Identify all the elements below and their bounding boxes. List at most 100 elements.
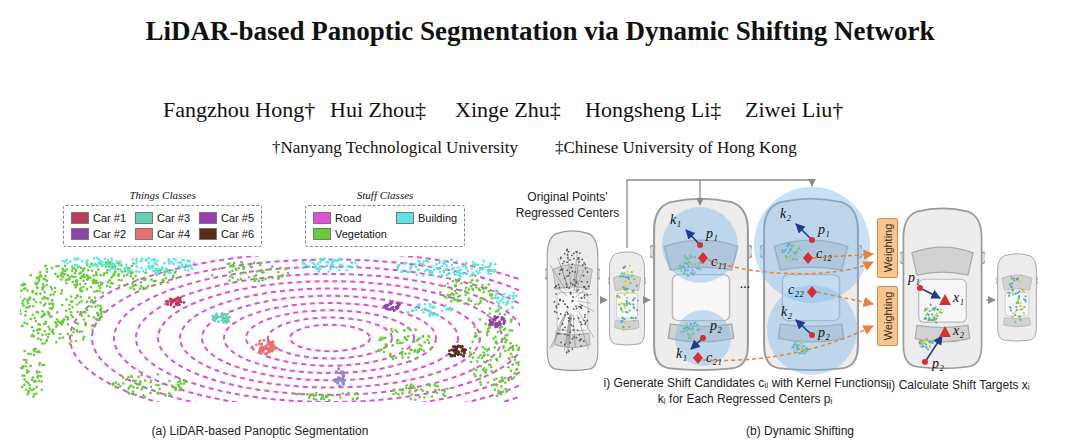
lidar-points [56, 311, 59, 314]
regressed-center-points [630, 317, 632, 319]
lidar-points [308, 397, 311, 400]
lidar-points [57, 265, 60, 268]
lidar-points [317, 263, 320, 266]
lidar-points [253, 262, 256, 265]
lidar-points [136, 387, 139, 390]
lidar-points [107, 259, 110, 262]
lidar-points [225, 321, 228, 324]
lidar-points [80, 311, 83, 314]
lidar-points [253, 275, 256, 278]
regressed-center-points [580, 339, 582, 341]
lidar-points [416, 339, 419, 342]
lidar-points [328, 399, 331, 402]
lidar-points [437, 314, 440, 317]
lidar-points [398, 264, 401, 267]
lidar-points [140, 285, 143, 288]
lidar-points [489, 263, 492, 266]
lidar-points [33, 350, 36, 353]
lidar-points [168, 380, 171, 383]
lidar-points [131, 265, 134, 268]
regressed-center-points [569, 272, 571, 274]
regressed-center-points [621, 316, 623, 318]
lidar-points [322, 266, 325, 269]
lidar-points [287, 272, 290, 275]
lidar-points [401, 356, 404, 359]
regressed-center-points [555, 293, 557, 295]
lidar-points [262, 339, 265, 342]
lidar-points [460, 272, 463, 275]
lidar-points [433, 384, 436, 387]
lidar-points [123, 267, 126, 270]
lidar-points [57, 275, 60, 278]
lidar-points [498, 324, 501, 327]
lidar-points [96, 312, 99, 315]
regressed-center-points [572, 338, 574, 340]
lidar-points [488, 364, 491, 367]
car-illustrations [649, 199, 753, 371]
lidar-points [29, 384, 32, 387]
lidar-points [483, 367, 486, 370]
lidar-points [454, 284, 457, 287]
lidar-points [177, 384, 180, 387]
regressed-center-points [586, 281, 588, 283]
lidar-points [445, 304, 448, 307]
lidar-points [260, 343, 263, 346]
lidar-points [271, 277, 274, 280]
lidar-points [499, 380, 502, 383]
lidar-points [260, 346, 263, 349]
lidar-points [154, 262, 157, 265]
regressed-center-points [571, 263, 573, 265]
lidar-points [468, 297, 471, 300]
lidar-points [392, 393, 395, 396]
lidar-points [431, 271, 434, 274]
lidar-points [22, 304, 25, 307]
regressed-center-points [575, 305, 577, 307]
lidar-points [418, 260, 421, 263]
lidar-points [23, 288, 26, 291]
lidar-points [75, 270, 78, 273]
regressed-center-points [627, 288, 629, 290]
regressed-center-points [622, 311, 624, 313]
lidar-points [311, 394, 314, 397]
lidar-points [350, 261, 353, 264]
regressed-center-points [576, 281, 578, 283]
lidar-points [81, 260, 84, 263]
lidar-points [426, 259, 429, 262]
lidar-points [100, 311, 103, 314]
lidar-points [171, 268, 174, 271]
lidar-points [33, 298, 36, 301]
lidar-points [135, 258, 138, 261]
lidar-points [486, 300, 489, 303]
lidar-points [482, 351, 485, 354]
lidar-points [156, 259, 159, 262]
lidar-points [471, 340, 474, 343]
lidar-points [462, 354, 465, 357]
lidar-points [91, 269, 94, 272]
lidar-points [217, 320, 220, 323]
lidar-points [435, 263, 438, 266]
lidar-points [164, 271, 167, 274]
lidar-points [351, 262, 354, 265]
regressed-center-points [554, 311, 556, 313]
lidar-points [298, 393, 301, 396]
lidar-points [495, 369, 498, 372]
lidar-points [142, 270, 145, 273]
lidar-points [497, 297, 500, 300]
lidar-points [47, 326, 50, 329]
lidar-points [43, 364, 46, 367]
lidar-points [78, 301, 81, 304]
lidar-points [118, 260, 121, 263]
lidar-points [39, 323, 42, 326]
lidar-points [506, 302, 509, 305]
lidar-points [421, 308, 424, 311]
lidar-points [428, 313, 431, 316]
lidar-points [61, 289, 64, 292]
regressed-center-points [574, 271, 576, 273]
lidar-points [431, 313, 434, 316]
lidar-points [507, 379, 510, 382]
lidar-points [444, 285, 447, 288]
regressed-center-points [576, 270, 584, 291]
lidar-points [451, 355, 454, 358]
lidar-points [429, 303, 432, 306]
lidar-points [399, 389, 402, 392]
